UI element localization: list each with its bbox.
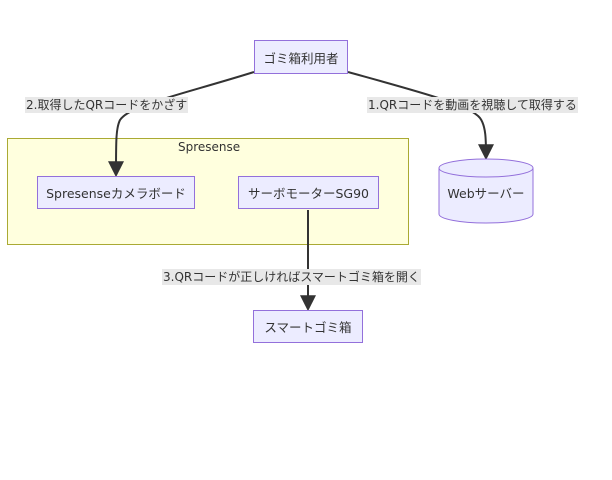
- servo-node: サーボモーターSG90: [238, 176, 379, 209]
- edge-user-to-server: [347, 71, 494, 161]
- camera-node: Spresenseカメラボード: [37, 176, 195, 209]
- user-node: ゴミ箱利用者: [254, 40, 348, 74]
- web-server-node: [438, 158, 534, 224]
- web-server-label: Webサーバー: [447, 186, 525, 201]
- edge-label-user-to-server: 1.QRコードを動画を視聴して取得する: [367, 97, 578, 113]
- edge-label-servo-to-trash: 3.QRコードが正しければスマートゴミ箱を開く: [162, 269, 421, 285]
- edge-label-user-to-camera: 2.取得したQRコードをかざす: [25, 97, 189, 113]
- trash-node: スマートゴミ箱: [253, 310, 363, 343]
- edge-user-to-camera: [108, 71, 255, 178]
- spresense-cluster-label: Spresense: [178, 140, 241, 154]
